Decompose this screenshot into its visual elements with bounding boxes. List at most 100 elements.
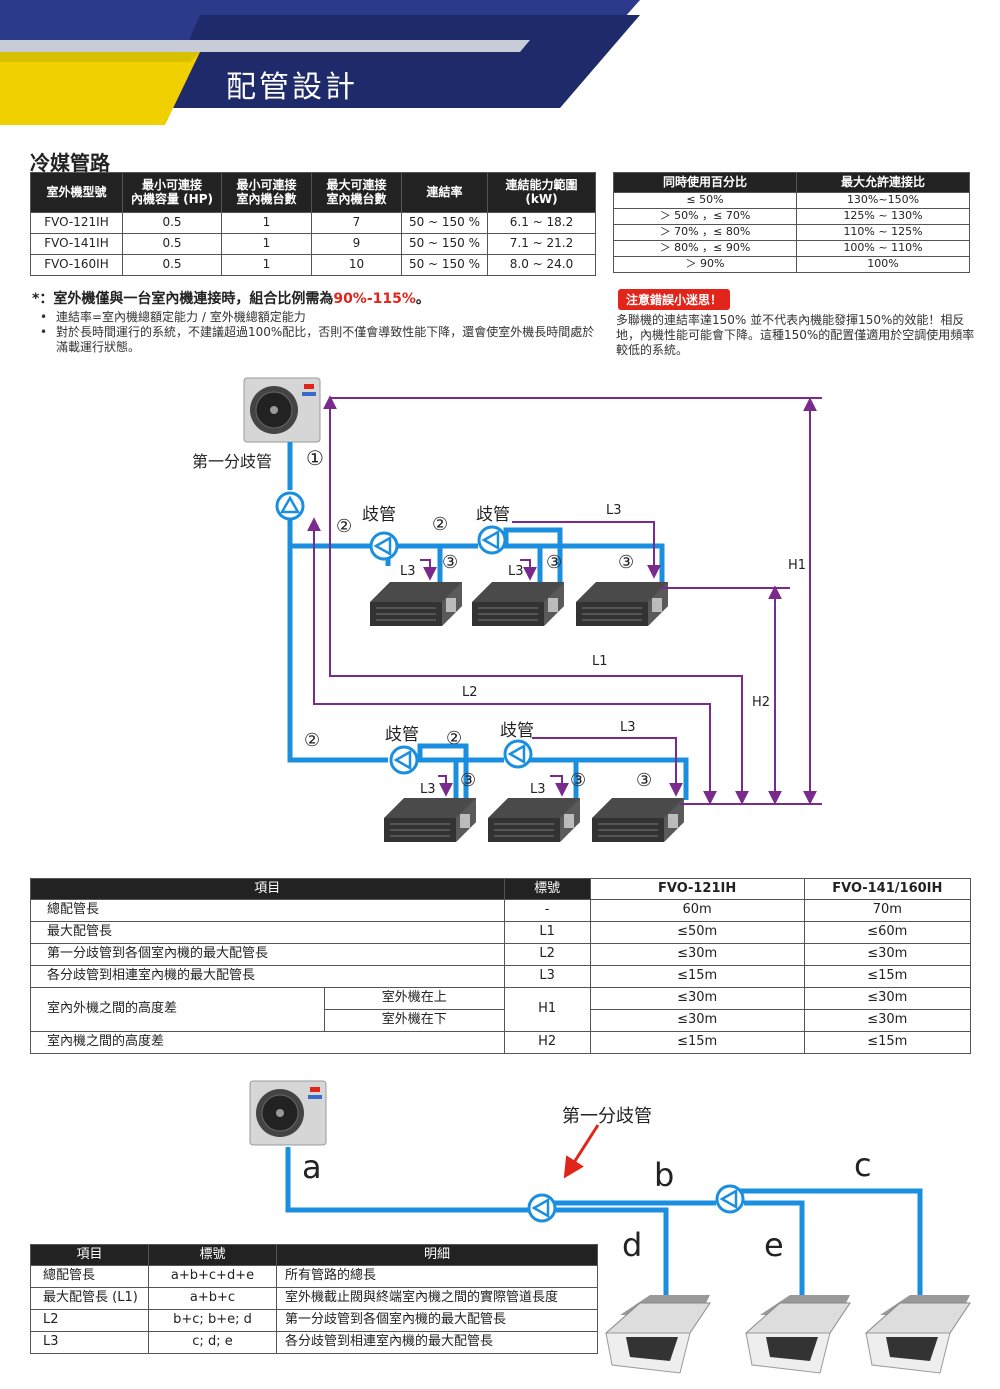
cell: 室外機在上	[324, 987, 505, 1010]
table-row: 各分歧管到相連室內機的最大配管長 L3 ≤15m ≤15m	[30, 965, 972, 988]
cell: 室外機在下	[324, 1009, 505, 1032]
cell: 0.5	[122, 254, 222, 276]
star-note-highlight: 90%-115%	[333, 291, 416, 307]
cell: ≤ 50%	[613, 192, 797, 209]
cell: 125% ~ 130%	[796, 208, 970, 225]
cassette-unit-icon	[604, 1295, 711, 1374]
branch-joint-icon	[389, 745, 419, 775]
L2-label: L2	[462, 685, 478, 700]
L3-label: L3	[606, 503, 622, 518]
cell: H1	[503, 987, 591, 1032]
segment-e-label: e	[764, 1226, 784, 1264]
outdoor-unit-icon	[249, 1080, 327, 1146]
col-header: 標號	[503, 878, 591, 900]
cell: L1	[503, 921, 591, 944]
cell: 9	[311, 233, 402, 255]
segment-b-label: b	[654, 1156, 675, 1194]
cell: 50 ~ 150 %	[401, 233, 488, 255]
cell: ≤60m	[803, 921, 972, 944]
marker-2: ②	[304, 730, 321, 751]
table-row: 總配管長 a+b+c+d+e 所有管路的總長	[30, 1265, 598, 1288]
cell: 6.1 ~ 18.2	[487, 212, 596, 234]
L3-label: L3	[530, 782, 546, 797]
star-note-suffix: 。	[415, 291, 430, 307]
cell: L3	[30, 1331, 149, 1354]
cell: L2	[503, 943, 591, 966]
marker-1: ①	[306, 446, 324, 470]
bullet-icon: •	[40, 325, 48, 339]
cell: ≤15m	[803, 965, 972, 988]
indoor-unit-icon	[591, 797, 685, 843]
cell: ≤30m	[589, 987, 805, 1010]
col-header: 最小可連接 室內機台數	[221, 172, 312, 213]
star-note-prefix: *：室外機僅與一台室內機連接時，組合比例需為	[32, 291, 334, 307]
cell: ≤30m	[803, 943, 972, 966]
col-header: 同時使用百分比	[613, 172, 797, 193]
list-item: • 對於長時間運行的系統，不建議超過100%配比，否則不僅會導致性能下降，還會使室…	[40, 325, 600, 355]
col-header: FVO-141/160IH	[803, 878, 972, 900]
segment-a-label: a	[302, 1148, 322, 1186]
piping-diagram-2	[249, 1080, 971, 1374]
cell: 100% ~ 110%	[796, 240, 970, 257]
cell: 1	[221, 212, 312, 234]
table-row: L2 b+c; b+e; d 第一分歧管到各個室內機的最大配管長	[30, 1309, 598, 1332]
cell: 最大配管長	[30, 921, 505, 944]
warning-badge: 注意錯誤小迷思！	[618, 289, 731, 310]
marker-2: ②	[432, 514, 449, 535]
cell: 最大配管長 (L1)	[30, 1287, 149, 1310]
marker-3: ③	[636, 770, 653, 791]
pipe-spec-table: 項目 標號 FVO-121IH FVO-141/160IH 總配管長 - 60m…	[30, 878, 972, 1054]
cell: ＞ 80% ，≤ 90%	[613, 240, 797, 257]
cassette-unit-icon	[864, 1295, 971, 1374]
col-header: 連結能力範圍 (kW)	[487, 172, 596, 213]
cassette-unit-icon	[744, 1295, 851, 1374]
cell: 各分歧管到相連室內機的最大配管長	[30, 965, 505, 988]
cell: 50 ~ 150 %	[401, 254, 488, 276]
col-header: 室外機型號	[30, 172, 123, 213]
branch-label: 歧管	[500, 721, 534, 741]
cell: ≤30m	[803, 987, 972, 1010]
table-row: 最大配管長 (L1) a+b+c 室外機截止閥與終端室內機之間的實際管道長度	[30, 1287, 598, 1310]
segment-c-label: c	[854, 1146, 872, 1184]
cell: ＞ 50% ，≤ 70%	[613, 208, 797, 225]
table-row: ＞ 90%100%	[613, 256, 970, 273]
branch-joint-icon	[503, 739, 533, 769]
table-row: 室外機在下 ≤30m ≤30m	[31, 1009, 972, 1032]
list-item: •連結率=室內機總額定能力 / 室外機總額定能力	[40, 310, 600, 325]
branch-label: 歧管	[476, 505, 510, 525]
table-row: 室內外機之間的高度差 室外機在上 H1 ≤30m ≤30m	[30, 987, 972, 1032]
cell: ≤15m	[803, 1031, 972, 1054]
H1-label: H1	[788, 558, 807, 573]
cell: 0.5	[122, 233, 222, 255]
col-header: 明細	[276, 1244, 598, 1266]
cell: 室外機截止閥與終端室內機之間的實際管道長度	[276, 1287, 598, 1310]
cell: ＞ 90%	[613, 256, 797, 273]
col-header: 連結率	[401, 172, 488, 213]
branch-label: 歧管	[362, 505, 396, 525]
cell: c; d; e	[148, 1331, 277, 1354]
col-header: 最大可連接 室內機台數	[311, 172, 402, 213]
indoor-unit-icon	[369, 581, 463, 627]
header-banner	[0, 0, 640, 125]
cell: H2	[503, 1031, 591, 1054]
indoor-unit-icon	[575, 581, 669, 627]
cell: ≤15m	[589, 965, 805, 988]
cell: 1	[221, 233, 312, 255]
cell: 各分歧管到相連室內機的最大配管長	[276, 1331, 598, 1354]
L3-label: L3	[420, 782, 436, 797]
indoor-unit-icon	[487, 797, 581, 843]
bullet-text: 對於長時間運行的系統，不建議超過100%配比，否則不僅會導致性能下降，還會使室外…	[56, 325, 595, 354]
cell: 8.0 ~ 24.0	[487, 254, 596, 276]
col-header: 最大允許連接比	[796, 172, 970, 193]
cell: FVO-141IH	[30, 233, 123, 255]
table-row: L3 c; d; e 各分歧管到相連室內機的最大配管長	[30, 1331, 598, 1354]
cell: 第一分歧管到各個室內機的最大配管長	[30, 943, 505, 966]
ratio-table: 同時使用百分比 最大允許連接比 ≤ 50%130%~150% ＞ 50% ，≤ …	[613, 172, 970, 273]
cell: ≤15m	[589, 1031, 805, 1054]
branch-joint-icon	[715, 1184, 745, 1214]
cell: 60m	[589, 899, 805, 922]
indoor-unit-icon	[471, 581, 565, 627]
cell: ≤30m	[589, 1009, 805, 1032]
cell: 總配管長	[30, 1265, 149, 1288]
cell: -	[503, 899, 591, 922]
